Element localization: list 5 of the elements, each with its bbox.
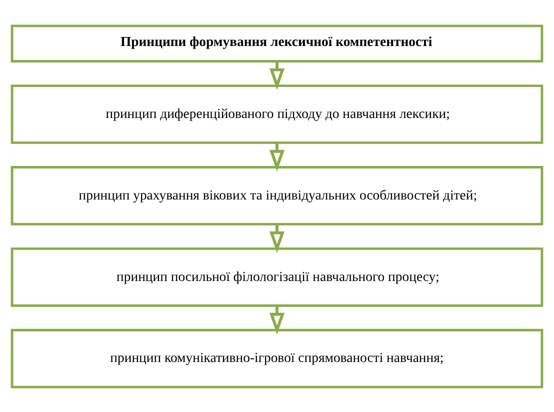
node-box: принцип диференційованого підходу до навчання лексики; — [10, 84, 544, 144]
node-box: Принципи формування лексичної компетентності — [10, 24, 544, 62]
node-box: принцип посильної філологізації навчального процесу; — [10, 246, 544, 306]
node-box: принцип урахування вікових та індивідуальних особливостей дітей; — [10, 166, 544, 225]
node-box: принцип комунікативно-ігрової спрямованості навчання; — [10, 328, 544, 388]
